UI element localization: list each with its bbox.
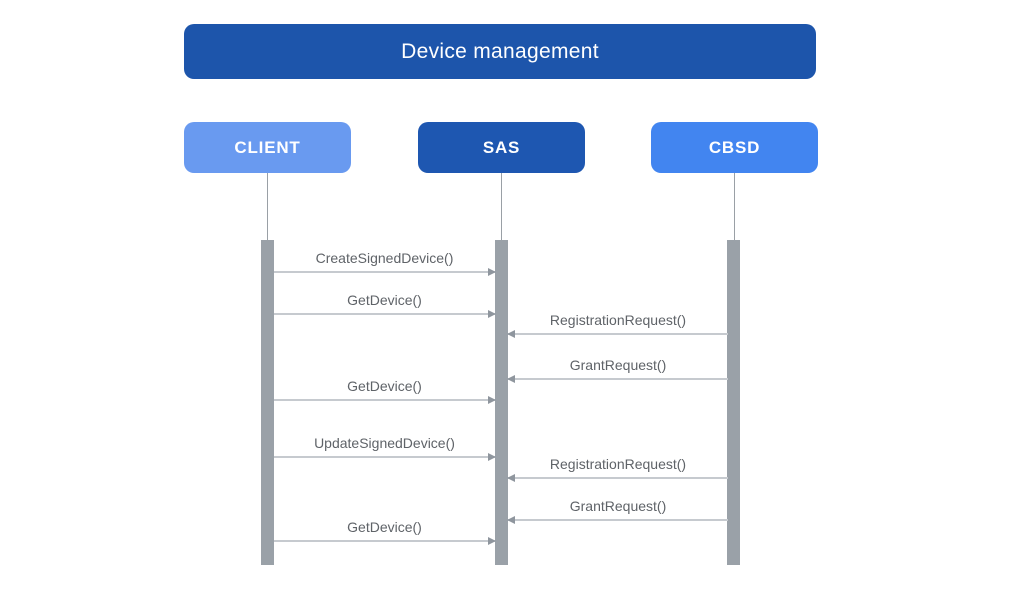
actor-cbsd: CBSD xyxy=(651,122,818,173)
actor-sas: SAS xyxy=(418,122,585,173)
message-label: GetDevice() xyxy=(347,292,422,308)
arrowhead-right-icon xyxy=(488,310,496,318)
arrowhead-left-icon xyxy=(507,375,515,383)
lifeline-cbsd xyxy=(734,173,735,240)
arrowhead-right-icon xyxy=(488,537,496,545)
message-arrow xyxy=(274,310,496,318)
message-arrow xyxy=(274,537,496,545)
message-arrow xyxy=(274,396,496,404)
message-label: RegistrationRequest() xyxy=(549,456,687,472)
message-label: UpdateSignedDevice() xyxy=(314,435,455,451)
message-arrow xyxy=(274,453,496,461)
lifeline-sas xyxy=(501,173,502,240)
message-registration-request-1: RegistrationRequest() xyxy=(507,312,728,338)
message-arrow xyxy=(507,375,728,383)
message-grant-request-1: GrantRequest() xyxy=(507,357,728,383)
message-label: GetDevice() xyxy=(347,519,422,535)
message-arrow xyxy=(507,330,728,338)
message-label: RegistrationRequest() xyxy=(549,312,687,328)
actor-sas-label: SAS xyxy=(482,137,521,157)
message-arrow xyxy=(274,268,496,276)
activation-bar-sas xyxy=(495,240,508,565)
arrowhead-left-icon xyxy=(507,474,515,482)
activation-bar-cbsd xyxy=(727,240,740,565)
arrowhead-left-icon xyxy=(507,330,515,338)
message-label: GrantRequest() xyxy=(569,357,667,373)
arrowhead-right-icon xyxy=(488,453,496,461)
message-label: CreateSignedDevice() xyxy=(315,250,454,266)
message-get-device-3: GetDevice() xyxy=(274,519,496,545)
message-arrow xyxy=(507,516,728,524)
actor-client: CLIENT xyxy=(184,122,351,173)
message-get-device-2: GetDevice() xyxy=(274,378,496,404)
arrowhead-left-icon xyxy=(507,516,515,524)
message-label: GrantRequest() xyxy=(569,498,667,514)
message-get-device-1: GetDevice() xyxy=(274,292,496,318)
actor-cbsd-label: CBSD xyxy=(708,137,761,157)
message-update-signed-device: UpdateSignedDevice() xyxy=(274,435,496,461)
diagram-title-bar: Device management xyxy=(184,24,816,79)
arrowhead-right-icon xyxy=(488,268,496,276)
message-arrow xyxy=(507,474,728,482)
arrowhead-right-icon xyxy=(488,396,496,404)
message-create-signed-device: CreateSignedDevice() xyxy=(274,250,496,276)
message-label: GetDevice() xyxy=(347,378,422,394)
diagram-title: Device management xyxy=(401,39,599,63)
lifeline-client xyxy=(267,173,268,240)
message-grant-request-2: GrantRequest() xyxy=(507,498,728,524)
activation-bar-client xyxy=(261,240,274,565)
actor-client-label: CLIENT xyxy=(234,137,301,157)
message-registration-request-2: RegistrationRequest() xyxy=(507,456,728,482)
